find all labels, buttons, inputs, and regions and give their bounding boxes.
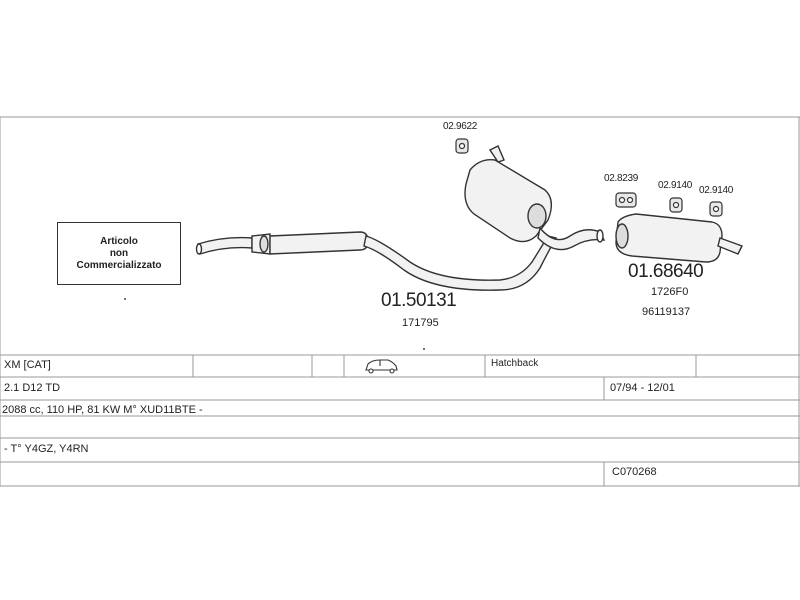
table-grid — [0, 116, 800, 487]
main-part-code[interactable]: 01.50131 — [381, 290, 457, 311]
not-sold-box: Articolo non Commercializzato — [57, 222, 181, 285]
rear-silencer-01-68640 — [615, 213, 743, 263]
mount-label-m4[interactable]: 02.9140 — [699, 185, 734, 196]
rear-part-ref2: 96119137 — [642, 306, 691, 318]
catalog-code: C070268 — [612, 466, 657, 478]
rubber-mount-icon — [455, 138, 469, 154]
main-part-ref: 171795 — [402, 317, 439, 329]
car-hatchback-icon — [365, 359, 398, 374]
rear-part-code[interactable]: 01.68640 — [628, 261, 704, 282]
vehicle-model: XM [CAT] — [4, 359, 51, 371]
vehicle-period: 07/94 - 12/01 — [610, 382, 675, 394]
vehicle-specs: 2088 cc, 110 HP, 81 KW M° XUD11BTE - — [2, 404, 203, 416]
dot-mark — [124, 298, 126, 300]
not-sold-line1: Articolo — [100, 235, 138, 247]
not-sold-line2: non — [109, 247, 129, 259]
rubber-mount-icon — [709, 201, 723, 217]
vehicle-type-codes: - T° Y4GZ, Y4RN — [4, 443, 89, 455]
rear-box-upper — [464, 145, 606, 251]
mount-label-m2[interactable]: 02.8239 — [604, 173, 639, 184]
not-sold-line3: Commercializzato — [76, 259, 162, 271]
dot-mark — [423, 348, 425, 350]
front-pipe — [195, 236, 253, 255]
vehicle-body-type: Hatchback — [491, 358, 539, 369]
rear-part-ref1: 1726F0 — [651, 286, 689, 298]
rubber-mount-icon — [669, 197, 683, 213]
mount-label-m1[interactable]: 02.9622 — [443, 121, 478, 132]
middle-silencer-01-50131 — [251, 231, 558, 291]
rubber-mount-icon — [615, 192, 637, 208]
mount-label-m3[interactable]: 02.9140 — [658, 180, 693, 191]
vehicle-engine: 2.1 D12 TD — [4, 382, 61, 394]
